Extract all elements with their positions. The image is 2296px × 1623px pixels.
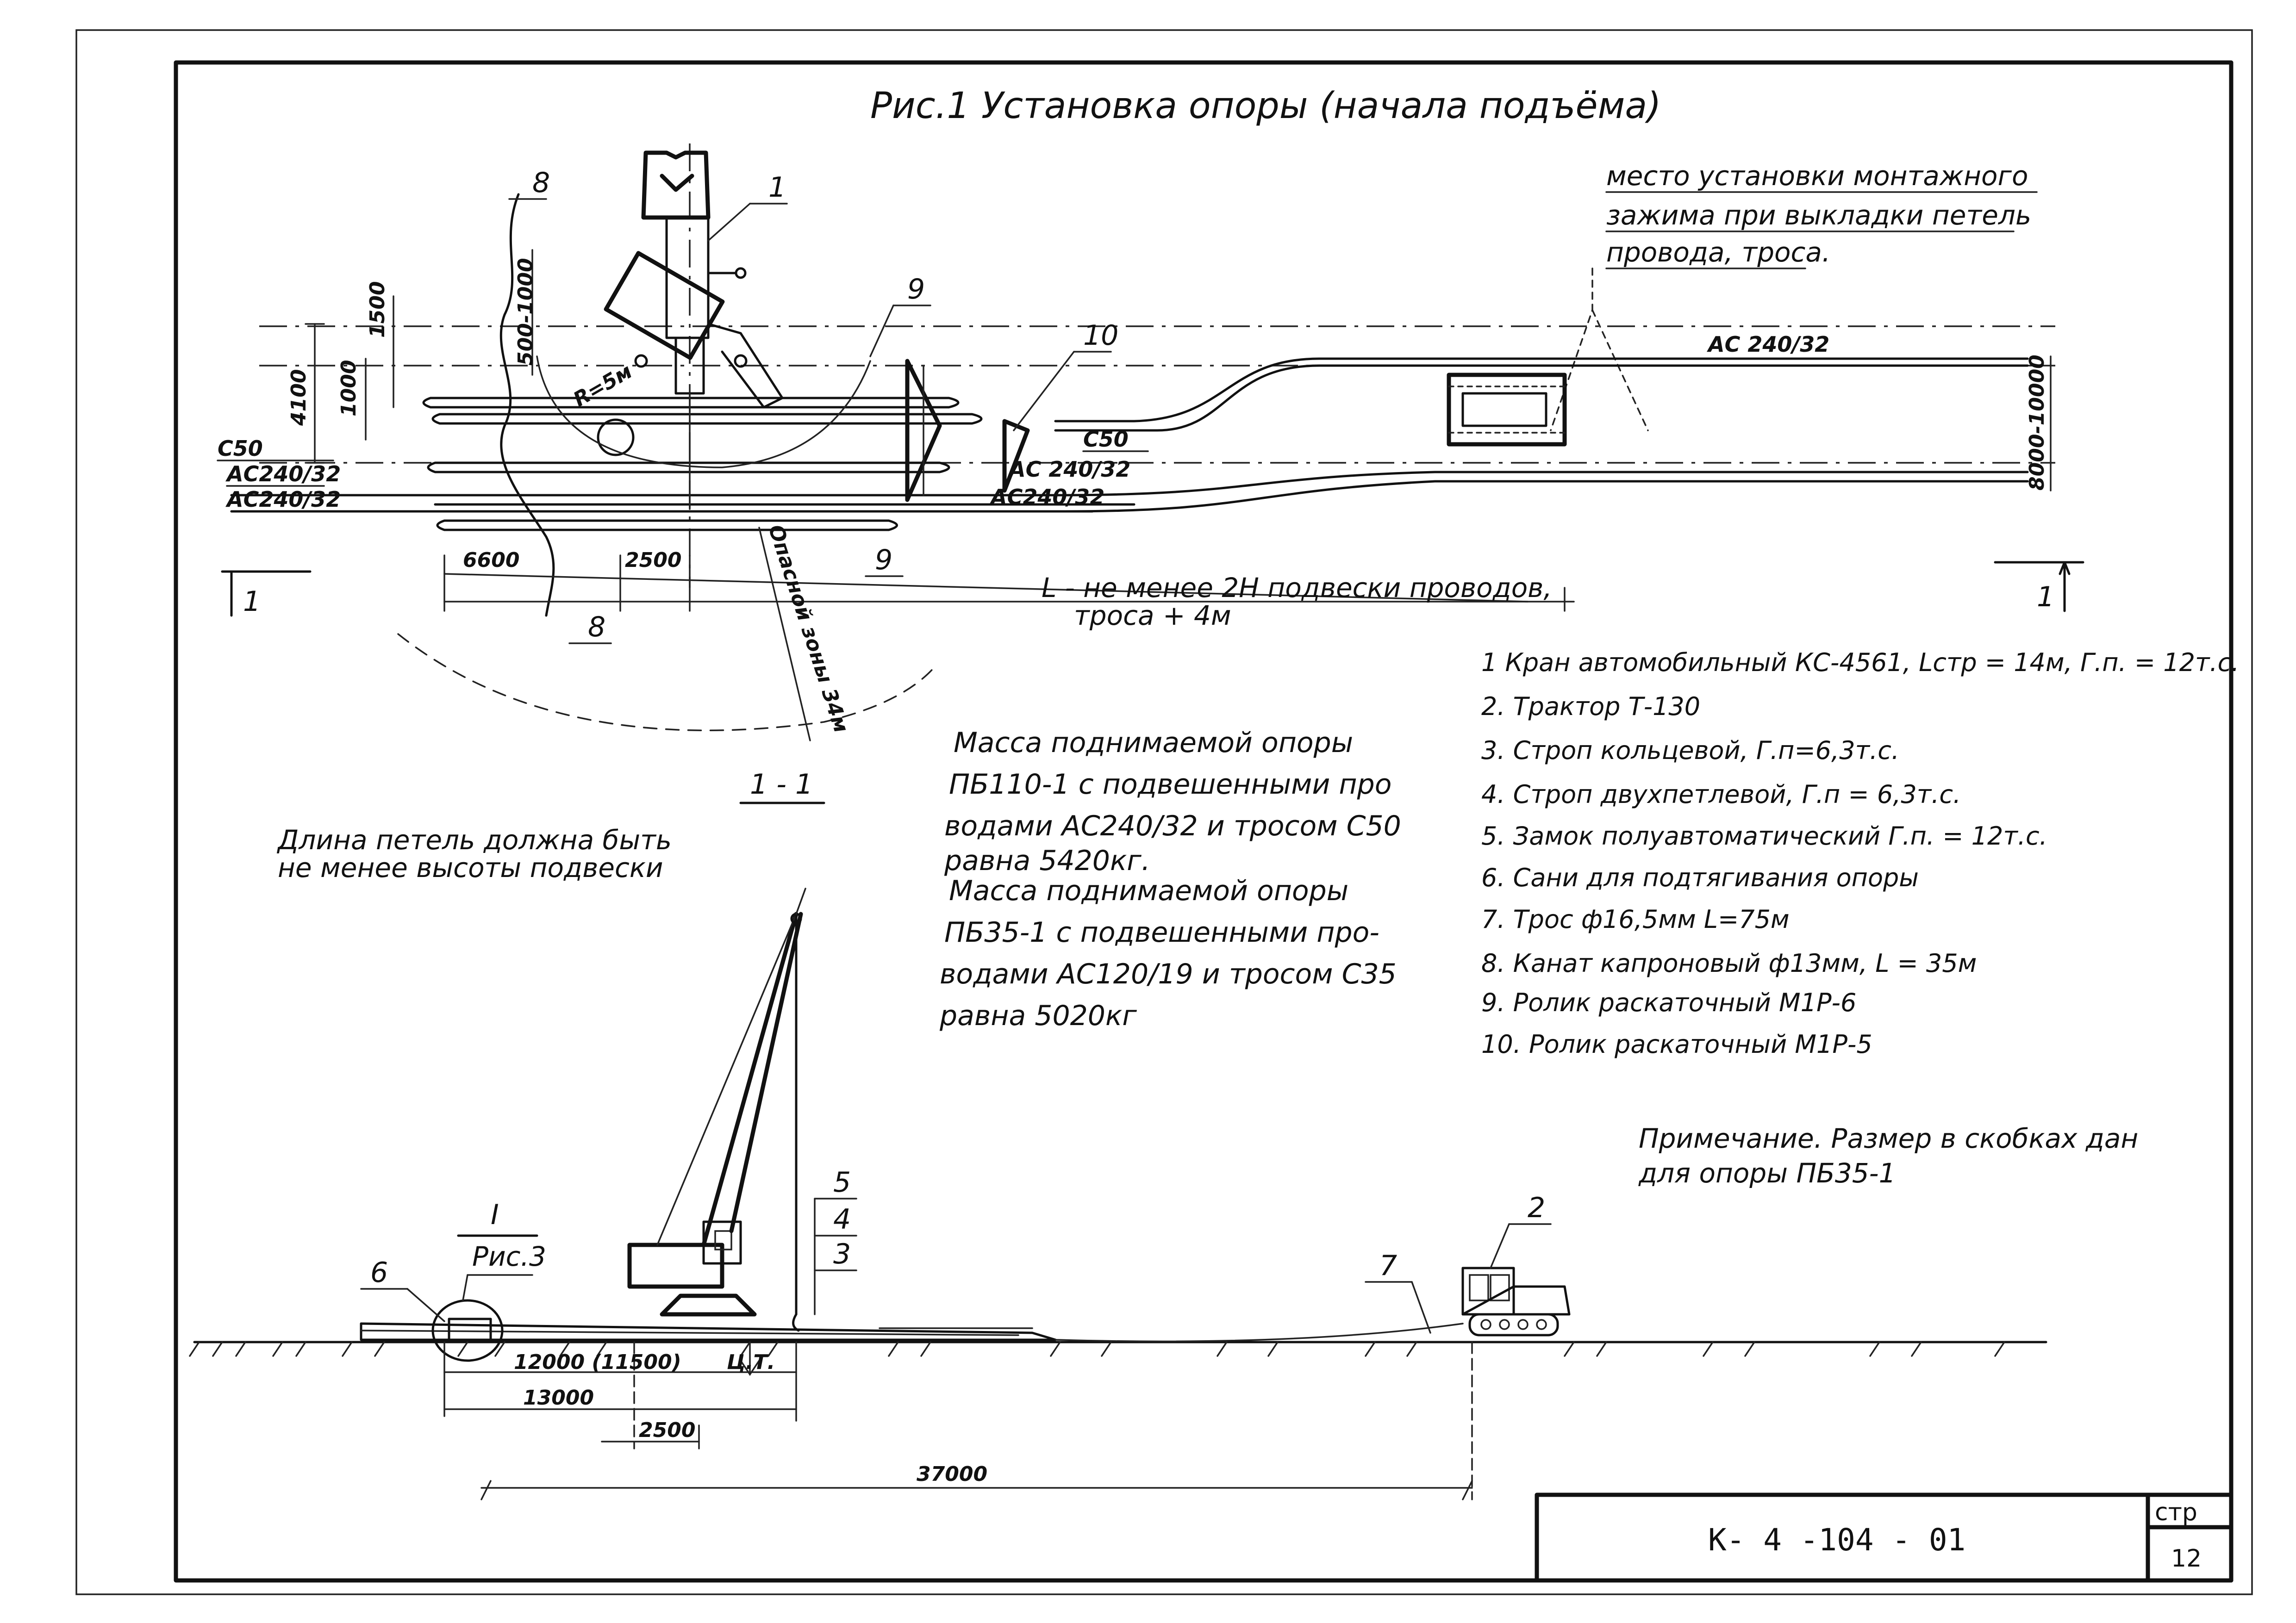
remark-line-1: Примечание. Размер в скобках дан [1639,1123,2138,1154]
roller-10-plan [1002,419,1030,493]
roller-9-plan [905,359,942,502]
dims-elevation [443,1341,1473,1500]
callout-1: 1 [768,171,786,204]
legend-item-1: 1 Кран автомобильный КС-4561, Lстр = 14м… [1481,648,2239,677]
callout-2: 2 [1528,1192,1545,1224]
dim-6600: 6600 [463,548,519,572]
dim-37000: 37000 [917,1462,987,1486]
mass-note-line-3: водами АС240/32 и тросом С50 [944,810,1401,842]
radius-label: R=5м [569,360,636,412]
legend-item-3: 3. Строп кольцевой, Г.п=6,3т.с. [1481,736,1899,765]
dims-left [305,249,533,464]
detail-roman: I [491,1199,499,1231]
dims-plan-bottom [443,554,1575,612]
sled-elevation [431,1299,504,1362]
wire-label-c50-mid: С50 [1083,427,1129,452]
clamp-note-line-1: место установки монтажного [1606,160,2028,192]
mass-note-line-7: водами АС120/19 и тросом С35 [940,958,1397,990]
legend-item-6: 6. Сани для подтягивания опоры [1481,863,1919,892]
wire-label-ac-left-2: АС240/32 [225,487,341,512]
mass-note-line-4: равна 5420кг. [944,845,1150,877]
sheet-number: 12 [2171,1545,2202,1573]
legend-item-7: 7. Трос ф16,5мм L=75м [1481,905,1790,934]
length-note-line-1: L - не менее 2Н подвески проводов, [1042,572,1552,603]
dim-cg: Ц.Т. [727,1350,775,1374]
wire-label-top-right: АС 240/32 [1707,332,1829,357]
loop-note-line-2: не менее высоты подвески [278,852,663,883]
callout-5: 5 [833,1166,851,1199]
clamp-note: место установки монтажного зажима при вы… [1550,160,2038,431]
sheet-label: стр [2155,1499,2197,1526]
dim-12000: 12000 (11500) [514,1350,681,1374]
inner-frame [174,60,2234,1583]
length-note-line-2: троса + 4м [1074,600,1231,631]
hook [792,1313,800,1332]
dim-2500-top: 2500 [625,548,681,572]
clamp-note-line-3: провода, троса. [1606,236,1830,268]
mass-note-line-1: Масса поднимаемой опоры [954,727,1353,759]
dim-1000: 1000 [337,360,361,417]
legend-item-10: 10. Ролик раскаточный М1Р-5 [1481,1030,1872,1059]
wire-label-ac-left-1: АС240/32 [225,461,341,486]
tower-elevation [360,1322,1057,1341]
callout-9-bottom: 9 [875,544,892,576]
detail-ref: Рис.3 [472,1241,546,1272]
ground-line [189,1341,2047,1357]
mass-note-line-8: равна 5020кг [939,1000,1137,1032]
tractor-plan [1447,373,1567,447]
legend-item-9: 9. Ролик раскаточный М1Р-6 [1481,988,1856,1017]
legend-item-5: 5. Замок полуавтоматический Г.п. = 12т.с… [1481,821,2047,851]
dim-500-1000: 500-1000 [514,258,537,366]
crane-plan [597,150,784,456]
tractor-elevation [1461,1267,1571,1337]
wire-label-c50-left: С50 [218,436,263,461]
outer-frame [75,29,2253,1595]
callout-6: 6 [370,1256,388,1289]
legend-item-2: 2. Трактор Т-130 [1481,692,1700,721]
figure-title: Рис.1 Установка опоры (начала подъёма) [870,85,1661,127]
dim-8000: 8000-10000 [2025,354,2049,491]
mass-note-line-6: ПБ35-1 с подвешенными про- [944,916,1379,949]
mass-note-line-2: ПБ110-1 с подвешенными про [949,768,1391,801]
callout-3: 3 [833,1238,851,1270]
wire-runs [230,357,2029,513]
crane-radius-arc [536,355,871,468]
callout-7: 7 [1379,1250,1397,1282]
section-title: 1 - 1 [750,768,813,801]
drawing-code: К- 4 -104 - 01 [1708,1522,1965,1558]
legend-list: 1 Кран автомобильный КС-4561, Lстр = 14м… [1481,648,2239,1059]
mass-note: Масса поднимаемой опоры ПБ110-1 с подвеш… [939,727,1401,1032]
crane-jib-tip [795,888,806,915]
tow-rope-7 [1054,1323,1464,1343]
callout-8-top: 8 [532,167,550,199]
callout-4: 4 [833,1203,851,1236]
dim-2500-bottom: 2500 [639,1418,695,1442]
danger-zone-radius [758,527,811,741]
dim-1500: 1500 [366,281,389,338]
mass-note-line-5: Масса поднимаемой опоры [949,875,1348,907]
rope-8-plan [499,193,555,617]
legend-item-4: 4. Строп двухпетлевой, Г.п = 6,3т.с. [1481,780,1961,809]
loop-note-line-1: Длина петель должна быть [276,824,672,856]
wire-label-ac-mid-1: АС 240/32 [1008,457,1130,482]
legend-item-8: 8. Канат капроновый ф13мм, L = 35м [1481,949,1977,978]
danger-zone-arc [397,633,936,732]
callout-8-bottom: 8 [588,611,605,643]
dim-4100: 4100 [287,369,311,426]
callout-10: 10 [1083,319,1118,352]
wire-label-ac-mid-2: АС240/32 [989,485,1104,510]
dim-13000: 13000 [523,1386,594,1410]
clamp-note-line-2: зажима при выкладки петель [1606,199,2031,231]
crane-elevation [627,912,803,1317]
section-mark-right-label: 1 [2037,581,2054,613]
title-block: К- 4 -104 - 01 стр 12 [1535,1492,2234,1583]
section-mark-left-label: 1 [243,585,261,618]
danger-zone-label: Опасной зоны 34м [764,522,853,736]
section-mark-left: 1 [221,570,312,618]
remark-line-2: для опоры ПБ35-1 [1638,1157,1896,1189]
callout-9-top: 9 [907,273,925,305]
section-mark-right: 1 [1994,561,2084,613]
